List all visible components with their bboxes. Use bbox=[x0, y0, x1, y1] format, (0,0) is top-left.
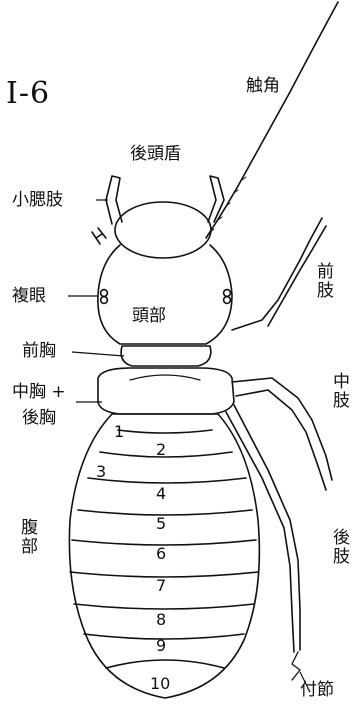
antenna-right bbox=[206, 2, 338, 238]
label-abdomen: 腹部 bbox=[18, 518, 35, 556]
label-midleg: 中肢 bbox=[330, 372, 347, 410]
segment-number: 2 bbox=[156, 442, 166, 458]
segment-number: 6 bbox=[156, 546, 166, 562]
label-compound-eye: 複眼 bbox=[12, 288, 46, 305]
leader-prothorax bbox=[72, 352, 124, 356]
eye-left-a bbox=[101, 290, 108, 297]
label-prothorax: 前胸 bbox=[22, 343, 56, 360]
label-thorax-line1: 中胸 + bbox=[12, 384, 66, 401]
label-head: 頭部 bbox=[132, 308, 166, 325]
eye-right-a bbox=[224, 290, 231, 297]
hind-tarsus bbox=[292, 652, 300, 680]
label-tarsus: 付節 bbox=[300, 682, 334, 699]
eye-left-b bbox=[101, 297, 108, 304]
segment-number: 7 bbox=[156, 578, 166, 594]
eye-right-b bbox=[224, 297, 231, 304]
label-maxillary-palp: 小腮肢 bbox=[12, 192, 63, 209]
label-antenna: 触角 bbox=[246, 78, 280, 95]
label-hindleg: 後肢 bbox=[330, 528, 347, 566]
prothorax bbox=[121, 346, 211, 366]
label-thorax-line2: 後胸 bbox=[22, 410, 56, 427]
label-postclypeus: 後頭盾 bbox=[130, 146, 181, 163]
segment-number: 8 bbox=[156, 612, 166, 628]
segment-number: 1 bbox=[114, 424, 124, 440]
figure-label: I-6 bbox=[6, 76, 50, 111]
postclypeus bbox=[115, 202, 211, 258]
segment-number: 5 bbox=[156, 516, 166, 532]
palp-small-left bbox=[92, 228, 106, 244]
label-foreleg: 前肢 bbox=[314, 262, 331, 300]
midleg bbox=[232, 378, 332, 490]
segment-number: 3 bbox=[96, 464, 106, 480]
segment-number: 9 bbox=[156, 638, 166, 654]
head bbox=[98, 245, 232, 344]
segment-number: 10 bbox=[150, 676, 170, 692]
foreleg bbox=[232, 218, 326, 330]
segment-number: 4 bbox=[156, 486, 166, 502]
